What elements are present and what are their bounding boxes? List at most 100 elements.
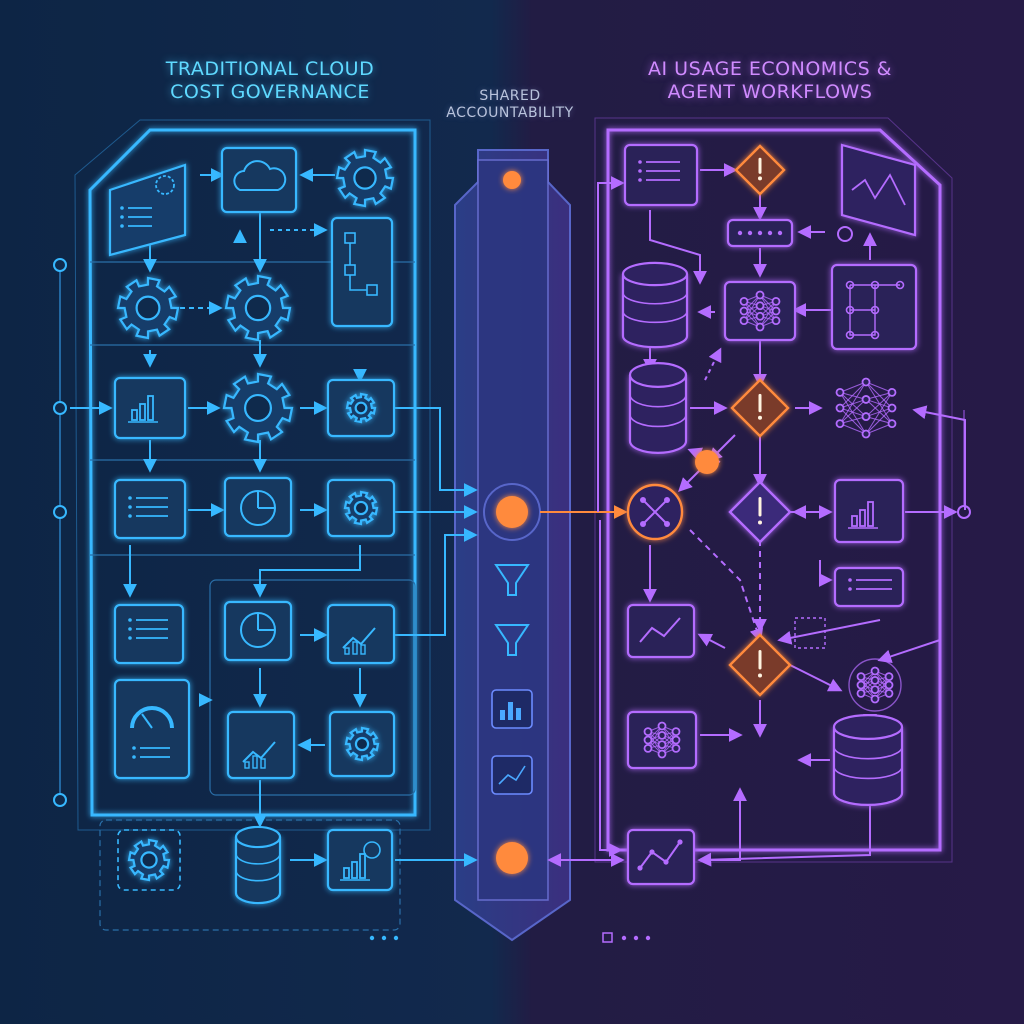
edge bbox=[839, 381, 867, 409]
center-line-card bbox=[491, 755, 533, 795]
bar bbox=[352, 641, 358, 655]
edge bbox=[839, 416, 867, 425]
neuron bbox=[657, 730, 667, 740]
gear-icon bbox=[344, 726, 380, 762]
neural-network-icon bbox=[739, 290, 781, 332]
neuron bbox=[671, 727, 681, 736]
gear-hub bbox=[354, 736, 370, 752]
dots-icon bbox=[737, 230, 783, 236]
bar-chart-node bbox=[833, 478, 905, 544]
left-title-line2: COST GOVERNANCE bbox=[170, 80, 370, 103]
edge bbox=[661, 731, 677, 755]
bullet bbox=[128, 514, 132, 518]
pie-chart-icon bbox=[240, 612, 276, 648]
bar bbox=[147, 395, 154, 421]
decor-dot bbox=[369, 935, 375, 941]
neuron bbox=[870, 685, 880, 695]
dashboard-icon bbox=[120, 206, 152, 228]
neuron bbox=[755, 311, 765, 321]
db-top bbox=[621, 261, 689, 287]
bullet bbox=[638, 160, 642, 164]
edge bbox=[759, 294, 777, 321]
dot bbox=[757, 230, 763, 236]
gauge-node-box bbox=[113, 678, 191, 780]
bar bbox=[344, 647, 350, 655]
bar bbox=[351, 861, 358, 879]
line-chart-node bbox=[626, 603, 696, 659]
bullet bbox=[128, 496, 132, 500]
bar bbox=[360, 644, 366, 655]
neuron bbox=[856, 680, 866, 690]
bullet bbox=[128, 618, 132, 622]
bar-chart-icon bbox=[340, 853, 370, 881]
document-node bbox=[113, 478, 187, 540]
pie-slice bbox=[257, 491, 275, 509]
bullet bbox=[128, 627, 132, 631]
line-chart-node-2-box bbox=[626, 828, 696, 886]
edge bbox=[839, 399, 867, 424]
db-ring bbox=[622, 292, 688, 305]
edge bbox=[743, 294, 761, 321]
panel-frames bbox=[53, 117, 971, 943]
neural-network-icon bbox=[643, 721, 681, 759]
text-card-box bbox=[833, 566, 905, 608]
neural-chip-box bbox=[723, 280, 797, 342]
line-chart-node-box bbox=[626, 603, 696, 659]
db-top bbox=[628, 362, 688, 388]
trend-chart-node bbox=[326, 603, 396, 665]
settings-node bbox=[326, 378, 396, 438]
decor-dot bbox=[621, 935, 627, 941]
token-bar bbox=[726, 218, 794, 248]
bar-chart-icon bbox=[500, 710, 505, 720]
right-flow-arrow bbox=[697, 800, 871, 867]
chart-point bbox=[637, 865, 643, 871]
funnel-icon bbox=[494, 564, 530, 596]
neuron bbox=[739, 296, 749, 306]
settings-node-2 bbox=[328, 710, 396, 778]
neuron bbox=[856, 689, 866, 698]
right-title-line1: AI USAGE ECONOMICS & bbox=[648, 58, 892, 80]
neuron bbox=[861, 412, 871, 421]
bar bbox=[252, 755, 258, 769]
db-ring bbox=[833, 766, 903, 780]
database-icon bbox=[621, 261, 689, 349]
bar-chart-icon bbox=[848, 501, 878, 529]
document-icon bbox=[128, 496, 168, 518]
gauge-icon bbox=[130, 706, 174, 729]
edge bbox=[839, 381, 867, 424]
bar bbox=[131, 409, 138, 421]
bar bbox=[244, 761, 250, 769]
db-body bbox=[628, 375, 688, 454]
bullet bbox=[132, 755, 136, 759]
bar bbox=[359, 853, 366, 879]
left-flow-arrow bbox=[253, 545, 361, 598]
alert-diamond-4 bbox=[728, 633, 792, 697]
agent-icon bbox=[640, 497, 670, 527]
dashboard-card bbox=[108, 163, 187, 257]
edge bbox=[865, 381, 893, 393]
right-panel-frame bbox=[606, 128, 942, 852]
trend-up-icon bbox=[342, 627, 376, 655]
cloud-node-box bbox=[220, 146, 298, 214]
right-flow-arrow bbox=[912, 405, 966, 510]
neuron bbox=[870, 675, 880, 685]
left-rail-node bbox=[53, 401, 67, 415]
gear-hub bbox=[135, 295, 161, 321]
gear-icon bbox=[345, 392, 377, 424]
decor-square bbox=[602, 932, 613, 943]
bar-chart-icon bbox=[128, 395, 158, 423]
orange-junction bbox=[695, 450, 719, 474]
bullet bbox=[120, 206, 124, 210]
pie-slice bbox=[257, 613, 275, 631]
text-card bbox=[833, 566, 905, 608]
neuron bbox=[870, 694, 880, 704]
gear-node-large bbox=[222, 372, 294, 444]
right-flow-arrow bbox=[877, 600, 941, 664]
db-ring bbox=[622, 311, 688, 324]
checklist-node-box bbox=[113, 603, 185, 665]
database-icon bbox=[234, 825, 282, 905]
neuron bbox=[643, 744, 653, 753]
edge bbox=[865, 398, 893, 409]
brain-node bbox=[848, 658, 902, 712]
